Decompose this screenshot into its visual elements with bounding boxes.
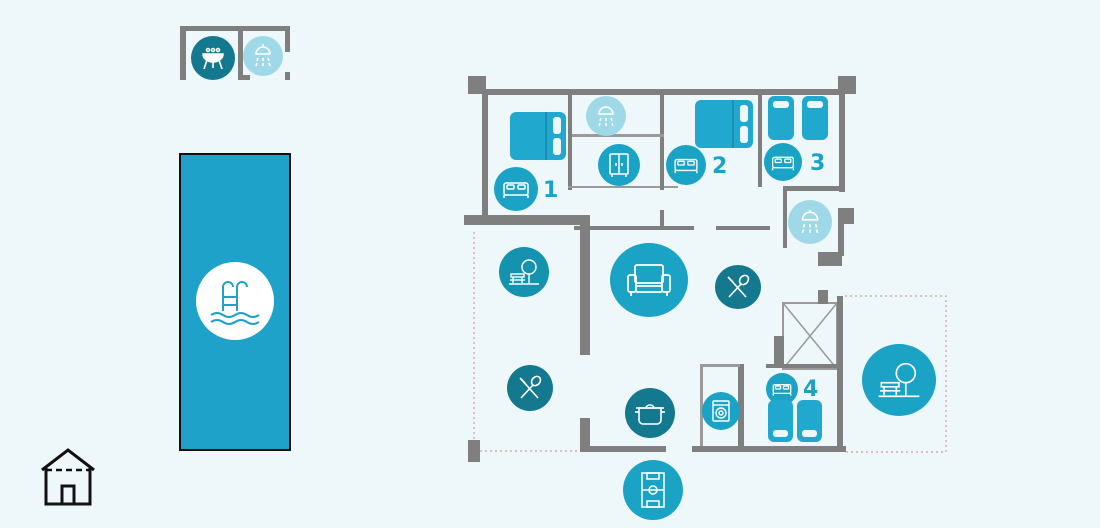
bed-icon	[494, 167, 538, 211]
dining-icon	[507, 365, 553, 411]
shower-icon	[788, 200, 832, 244]
cooking-pot-icon	[625, 388, 675, 438]
washing-machine-icon	[702, 392, 740, 430]
bed-icon	[666, 145, 706, 185]
bedroom-1-number: 1	[543, 178, 559, 203]
single-bed	[768, 96, 794, 140]
double-bed	[695, 100, 753, 148]
dining-icon	[715, 265, 761, 309]
garden-icon	[862, 344, 936, 416]
bedroom-3-number: 3	[810, 151, 826, 176]
football-field-icon	[623, 460, 683, 520]
double-bed	[510, 112, 566, 160]
outbuilding	[180, 26, 292, 82]
single-bed	[797, 400, 822, 442]
bed-icon	[766, 373, 798, 405]
wardrobe-icon	[598, 144, 640, 186]
bedroom-2-number: 2	[712, 154, 728, 179]
outdoor-shower-icon	[243, 36, 283, 76]
house-icon	[38, 446, 98, 508]
bed-icon	[764, 143, 802, 181]
shower-icon	[586, 96, 626, 136]
bedroom-4-number: 4	[803, 377, 819, 402]
single-bed	[768, 400, 793, 442]
pool-ladder-icon	[196, 262, 274, 340]
sofa-icon	[610, 243, 688, 317]
bbq-grill-icon	[191, 36, 235, 80]
garden-icon	[499, 247, 549, 297]
single-bed	[802, 96, 828, 140]
